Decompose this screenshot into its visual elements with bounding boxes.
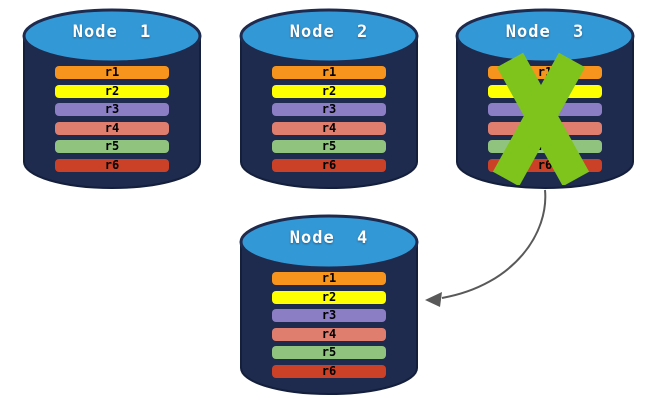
node-3: Node 3 r1 r2 r3 r4 r5 r6 <box>455 8 635 190</box>
record-bar-r1: r1 <box>272 66 386 79</box>
record-label: r3 <box>321 102 337 116</box>
record-list: r1 r2 r3 r4 r5 r6 <box>272 66 386 172</box>
record-bar-r3: r3 <box>55 103 169 116</box>
record-bar-r2: r2 <box>272 83 386 98</box>
record-label: r5 <box>104 139 120 153</box>
record-bar-r5: r5 <box>55 140 169 153</box>
record-label: r6 <box>537 157 553 172</box>
record-bar-r6: r6 <box>272 363 386 378</box>
record-label: r2 <box>321 289 337 304</box>
record-label: r3 <box>321 308 337 322</box>
record-bar-r4: r4 <box>55 120 169 135</box>
failover-arrow-icon <box>425 189 547 307</box>
record-bar-r3: r3 <box>272 309 386 322</box>
record-bar-r2: r2 <box>55 83 169 98</box>
record-list: r1 r2 r3 r4 r5 r6 <box>272 272 386 378</box>
record-label: r5 <box>321 345 337 359</box>
record-list: r1 r2 r3 r4 r5 r6 <box>55 66 169 172</box>
record-bar-r2: r2 <box>272 289 386 304</box>
record-bar-r1: r1 <box>272 272 386 285</box>
record-bar-r6: r6 <box>272 157 386 172</box>
record-label: r4 <box>321 120 337 135</box>
record-label: r5 <box>321 139 337 153</box>
record-bar-r1: r1 <box>55 66 169 79</box>
node-title: Node 2 <box>289 22 369 42</box>
record-bar-r5: r5 <box>272 140 386 153</box>
record-bar-r6: r6 <box>55 157 169 172</box>
record-label: r2 <box>104 83 120 98</box>
node-1: Node 1 r1 r2 r3 r4 r5 r6 <box>22 8 202 190</box>
node-title: Node 1 <box>72 22 152 42</box>
record-label: r3 <box>104 102 120 116</box>
record-label: r4 <box>321 326 337 341</box>
record-label: r1 <box>321 271 337 285</box>
record-bar-r4: r4 <box>272 326 386 341</box>
failure-x-icon <box>492 52 590 185</box>
record-bar-r3: r3 <box>272 103 386 116</box>
node-4: Node 4 r1 r2 r3 r4 r5 r6 <box>239 214 419 396</box>
node-title: Node 3 <box>505 22 585 42</box>
record-bar-r5: r5 <box>272 346 386 359</box>
record-label: r1 <box>321 65 337 79</box>
record-bar-r4: r4 <box>272 120 386 135</box>
record-label: r1 <box>104 65 120 79</box>
record-label: r2 <box>321 83 337 98</box>
node-2: Node 2 r1 r2 r3 r4 r5 r6 <box>239 8 419 190</box>
node-title: Node 4 <box>289 228 369 248</box>
record-label: r4 <box>104 120 120 135</box>
record-label: r6 <box>321 363 337 378</box>
record-label: r6 <box>104 157 120 172</box>
record-label: r6 <box>321 157 337 172</box>
